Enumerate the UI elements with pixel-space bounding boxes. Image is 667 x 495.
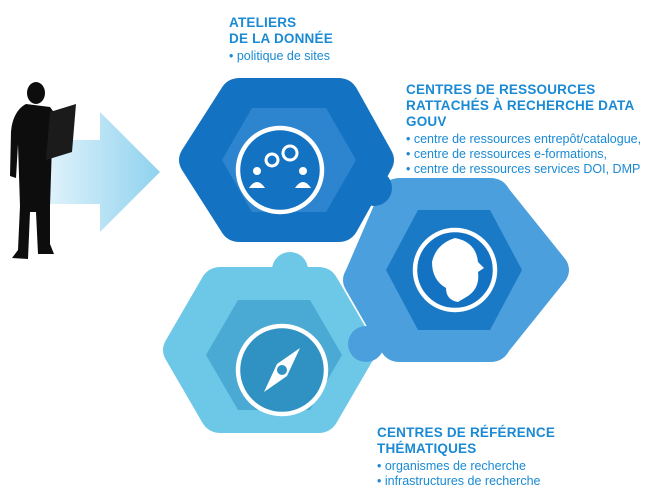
centres-ressources-bullet-3: centre de ressources services DOI, DMP xyxy=(406,162,667,177)
centres-reference-title: CENTRES DE RÉFÉRENCE THÉMATIQUES xyxy=(377,425,555,457)
marianne-profile-icon xyxy=(412,227,498,313)
ateliers-title-line-1: ATELIERS xyxy=(229,15,297,30)
block-ateliers: ATELIERS DE LA DONNÉE politique de sites xyxy=(229,15,333,64)
ateliers-title: ATELIERS DE LA DONNÉE xyxy=(229,15,333,47)
ateliers-bullets: politique de sites xyxy=(229,49,333,64)
centres-ressources-bullet-2: centre de ressources e-formations, xyxy=(406,147,667,162)
centres-ressources-title: CENTRES DE RESSOURCES RATTACHÉS À RECHER… xyxy=(406,82,667,130)
centres-reference-bullet-1: organismes de recherche xyxy=(377,459,555,474)
ateliers-title-line-2: DE LA DONNÉE xyxy=(229,31,333,46)
block-centres-ressources: CENTRES DE RESSOURCES RATTACHÉS À RECHER… xyxy=(406,82,667,177)
centres-ressources-title-line-1: CENTRES DE RESSOURCES xyxy=(406,82,596,97)
gears-people-icon xyxy=(235,125,325,215)
compass-icon xyxy=(235,323,329,417)
centres-reference-title-line-2: THÉMATIQUES xyxy=(377,441,477,456)
centres-ressources-bullet-1: centre de ressources entrepôt/catalogue, xyxy=(406,132,667,147)
centres-reference-bullet-2: infrastructures de recherche xyxy=(377,474,555,489)
ateliers-bullet-1: politique de sites xyxy=(229,49,333,64)
centres-ressources-bullets: centre de ressources entrepôt/catalogue,… xyxy=(406,132,667,177)
person-reading-silhouette xyxy=(10,82,76,259)
centres-ressources-title-line-2: RATTACHÉS À RECHERCHE DATA GOUV xyxy=(406,98,634,129)
centres-reference-bullets: organismes de recherche infrastructures … xyxy=(377,459,555,489)
block-centres-reference: CENTRES DE RÉFÉRENCE THÉMATIQUES organis… xyxy=(377,425,555,489)
centres-reference-title-line-1: CENTRES DE RÉFÉRENCE xyxy=(377,425,556,440)
